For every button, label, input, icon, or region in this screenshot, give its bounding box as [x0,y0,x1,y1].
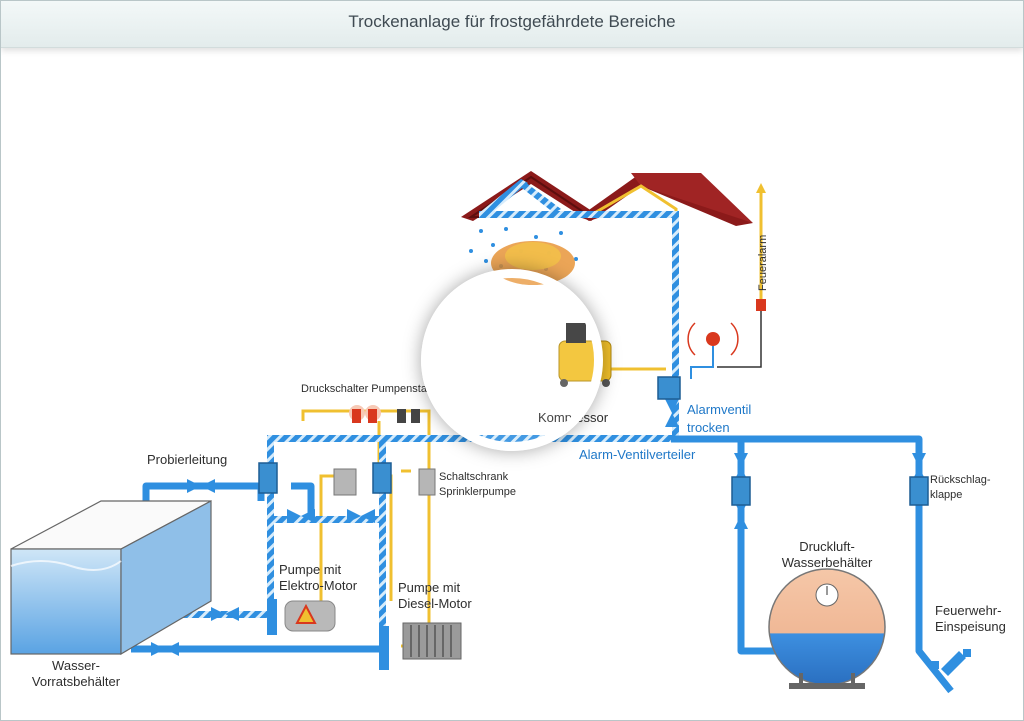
label-probierleitung: Probierleitung [147,452,228,467]
label-wasserbehaelter: Wasserbehälter [781,555,873,570]
play-icon [490,318,554,402]
label-pumpe-elektro: Pumpe mit [279,562,342,577]
cabinet-2 [418,468,436,496]
roof-right [579,173,753,226]
sprinkler-diagram [10,171,971,694]
label-alarmventil-trocken: trocken [687,420,730,435]
label-vorratsbehaelter: Vorratsbehälter [31,674,121,689]
feueralarm-arrow [756,183,766,193]
label-ventilverteiler: Alarm-Ventilverteiler [579,447,696,462]
check-valves [258,376,929,506]
label-einspeisung: Einspeisung [935,619,1006,634]
diesel-pump [379,622,462,670]
label-klappe: klappe [930,489,963,501]
label-schaltschrank: Schaltschrank [439,471,509,483]
water-tank [10,500,212,656]
play-button[interactable] [421,269,603,451]
label-wasser: Wasser- [52,658,100,673]
label-diesel-motor: Diesel-Motor [398,596,472,611]
label-druckschalter: Druckschalter Pumpenstart [301,383,434,395]
label-alarmventil: Alarmventil [687,402,752,417]
label-feueralarm: Feueralarm [757,234,769,291]
label-pumpe-diesel: Pumpe mit [398,580,461,595]
page-title: Trockenanlage für frostgefährdete Bereic… [348,12,676,31]
title-bar: Trockenanlage für frostgefährdete Bereic… [1,1,1023,48]
pressure-switches [349,405,420,423]
label-sprinklerpumpe: Sprinklerpumpe [439,486,517,498]
cabinet-1 [333,468,357,496]
sprinkler-pipes [131,179,679,635]
alarm-bell [687,299,766,379]
label-druckluft: Druckluft- [799,539,855,554]
pressure-tank [768,568,886,689]
electric-pump [267,599,336,635]
label-elektro-motor: Elektro-Motor [279,578,358,593]
label-feuerwehr: Feuerwehr- [935,603,1002,618]
label-rueckschlag: Rückschlag- [930,474,991,486]
fire-brigade-inlet [931,649,971,676]
